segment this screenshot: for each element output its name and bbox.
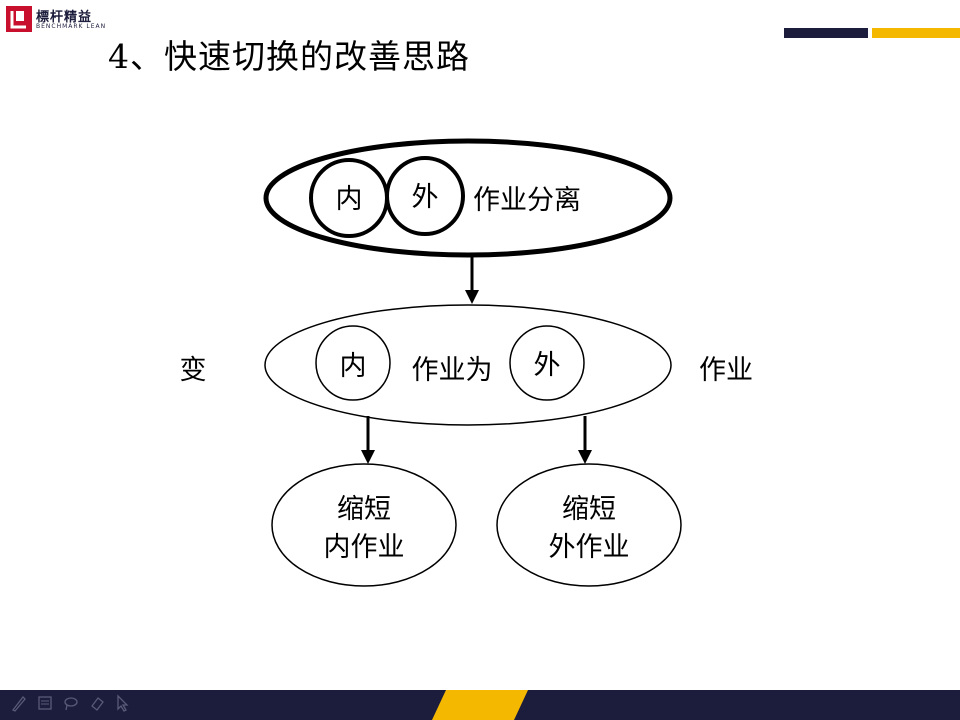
- middle-inner-label: 内: [340, 351, 367, 382]
- middle-suffix-label: 作业: [699, 355, 753, 386]
- middle-outer-circle: [509, 325, 585, 401]
- accent-bar-navy: [784, 28, 868, 38]
- pen-icon[interactable]: [10, 692, 28, 714]
- brand-logo: 標杆精益 BENCHMARK LEAN: [6, 6, 126, 34]
- bottom-left-line2: 内作业: [324, 532, 405, 563]
- bottom-left-line1: 缩短: [337, 494, 391, 525]
- logo-text-cn: 標杆精益: [36, 10, 93, 25]
- page-title: 4、快速切换的改善思路: [108, 37, 470, 76]
- middle-inner-circle: [315, 325, 391, 401]
- arrow-head-right: [578, 450, 592, 464]
- bottom-right-ellipse: [496, 463, 682, 587]
- middle-outer-label: 外: [534, 350, 561, 381]
- bottom-left-ellipse: [271, 463, 457, 587]
- logo-mark-icon: [6, 6, 32, 32]
- footer-bar-gold: [432, 690, 528, 720]
- lasso-icon[interactable]: [62, 692, 80, 714]
- arrow-head-top: [465, 290, 479, 304]
- middle-prefix-label: 变: [180, 355, 207, 386]
- accent-bar-gold: [872, 28, 960, 38]
- arrow-head-left: [361, 450, 375, 464]
- top-separation-label: 作业分离: [473, 185, 581, 216]
- top-ellipse: [263, 138, 673, 258]
- top-inner-label: 内: [336, 184, 363, 215]
- middle-connector-label: 作业为: [412, 355, 493, 386]
- eraser-icon[interactable]: [88, 692, 106, 714]
- slideshow-toolbar: [10, 692, 132, 716]
- pointer-icon[interactable]: [114, 692, 132, 714]
- top-outer-circle: [385, 156, 465, 236]
- bottom-right-line1: 缩短: [562, 494, 616, 525]
- top-outer-label: 外: [412, 182, 439, 213]
- logo-text-en: BENCHMARK LEAN: [36, 23, 107, 30]
- bottom-right-line2: 外作业: [549, 532, 630, 563]
- middle-ellipse: [264, 304, 672, 426]
- slides-icon[interactable]: [36, 692, 54, 714]
